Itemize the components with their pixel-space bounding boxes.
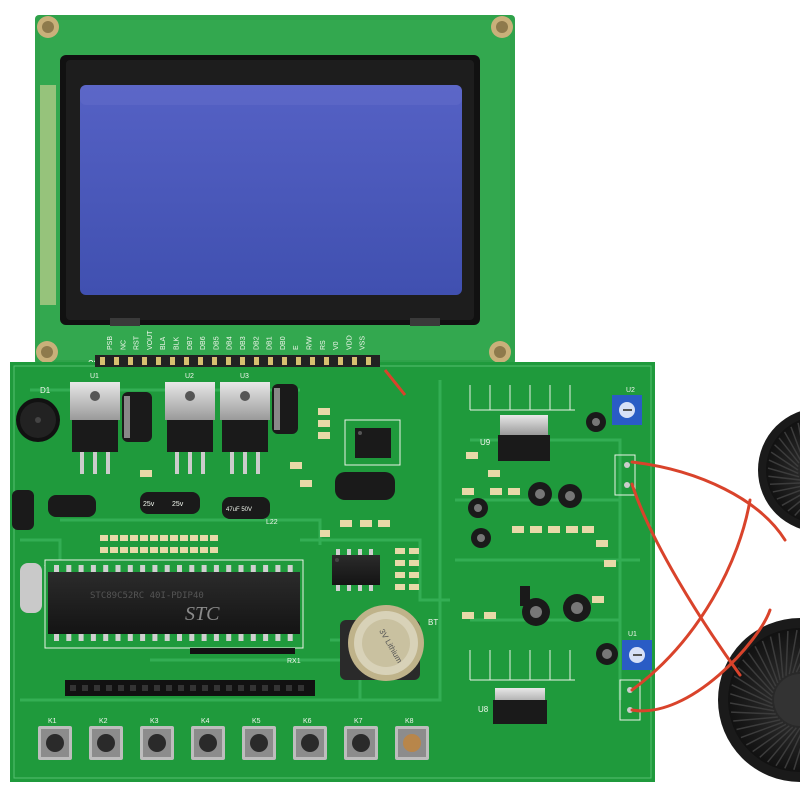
lcd-pin-labels: PSB NC RST VOUT BLA BLK DB7 DB6 DB5 DB4 DB3 DB2 DB1 D… — [107, 330, 367, 350]
button-label: K8 — [405, 718, 414, 725]
u22-label: L22 — [266, 519, 278, 526]
lcd-pin-label: DB3 — [240, 336, 247, 350]
svg-text:STC89C52RC 40I-PDIP40: STC89C52RC 40I-PDIP40 — [90, 591, 204, 601]
button-label: K5 — [252, 718, 261, 725]
smd-ic — [344, 419, 401, 466]
screw-icon — [36, 16, 513, 363]
lcd-header-pins — [95, 355, 380, 367]
button-label: K4 — [201, 718, 210, 725]
lcd-pin-label: BLK — [174, 336, 181, 350]
lcd-pin-label: DB4 — [227, 336, 234, 350]
jumper-wire — [383, 369, 407, 396]
button-label: K6 — [303, 718, 312, 725]
resistor-array — [100, 535, 419, 590]
lcd-pin-label: VSS — [360, 336, 367, 350]
tact-button-k6[interactable]: K6 — [293, 718, 327, 760]
regulator-u1-label: U1 — [90, 373, 99, 380]
button-label: K3 — [150, 718, 159, 725]
lcd-pin-label: DB1 — [267, 336, 274, 350]
regulator-u1 — [70, 382, 120, 474]
pot-u2-label: U2 — [626, 387, 635, 394]
expansion-header — [65, 680, 315, 696]
tact-button-k3[interactable]: K3 — [140, 718, 174, 760]
potentiometer[interactable] — [622, 640, 652, 670]
mcu-chip: STC89C52RC 40I-PDIP40 STC — [44, 559, 304, 649]
regulator-u3-label: U3 — [240, 373, 249, 380]
pot-u1-label: U1 — [628, 631, 637, 638]
button-label: K2 — [99, 718, 108, 725]
amp-section: U9 U8 U2 U1 — [462, 385, 652, 724]
lcd-pin-label: R/W — [307, 336, 314, 350]
lcd-pin-label: NC — [120, 340, 127, 350]
lcd-pin-label: RS — [320, 340, 327, 350]
dip8-chip — [332, 549, 380, 591]
lcd-pin-label: DB7 — [187, 336, 194, 350]
lcd-pin-label: VDD — [346, 335, 353, 350]
battery-label: BT — [428, 618, 438, 627]
amp-chip-u9 — [498, 415, 550, 461]
lcd-module: PSB NC RST VOUT BLA BLK DB7 DB6 DB5 DB4 DB3 DB2 DB1 D… — [35, 15, 515, 370]
regulator-u3 — [220, 382, 270, 474]
cap-text-2: 25v — [172, 501, 184, 508]
speaker-bottom — [718, 618, 800, 782]
tact-button-k8[interactable]: K8 — [395, 718, 429, 760]
u8-label: U8 — [478, 705, 489, 714]
regulator-u2 — [165, 382, 215, 474]
amp-capacitors — [468, 412, 618, 665]
lcd-pin-label: DB2 — [253, 336, 260, 350]
speaker-top — [758, 411, 800, 529]
cap-text-3: 47uF 50V — [226, 507, 252, 513]
rx1-label: RX1 — [287, 658, 301, 665]
tact-button-k2[interactable]: K2 — [89, 718, 123, 760]
lcd-pin-label: RST — [134, 335, 141, 350]
lcd-pin-label: PSB — [107, 336, 114, 350]
tact-button-k1[interactable]: K1 — [38, 718, 72, 760]
amp-smd-parts — [462, 452, 616, 619]
crystal — [20, 563, 42, 613]
lcd-pin-label: DB6 — [200, 336, 207, 350]
lcd-pin-label: DB0 — [280, 336, 287, 350]
button-label: K7 — [354, 718, 363, 725]
cap-text-1: 25v — [143, 501, 155, 508]
electrolytic-capacitor — [122, 384, 298, 442]
ceramic-capacitor — [140, 408, 390, 537]
main-board: D1 U1 U2 U3 — [10, 355, 655, 782]
axial-capacitor — [12, 472, 395, 530]
coin-cell-battery — [340, 605, 424, 681]
button-row: K1 K2 K3 K4 K5 K6 K7 K8 — [38, 718, 429, 760]
regulator-u2-label: U2 — [185, 373, 194, 380]
amp-chip-u8 — [493, 688, 547, 724]
lcd-pin-label: E — [293, 345, 300, 350]
potentiometer[interactable] — [612, 395, 642, 425]
button-label: K1 — [48, 718, 57, 725]
lcd-pin-label: DB5 — [213, 336, 220, 350]
speaker-wires — [630, 460, 787, 713]
tact-button-k7[interactable]: K7 — [344, 718, 378, 760]
lcd-screen — [80, 85, 462, 295]
tact-button-k4[interactable]: K4 — [191, 718, 225, 760]
lcd-pin-label: BLA — [160, 336, 167, 350]
mcu-brand: STC — [185, 603, 220, 625]
lcd-pin-label: VOUT — [147, 330, 154, 350]
diode-label: D1 — [40, 386, 51, 395]
u9-label: U9 — [480, 438, 491, 447]
tact-button-k5[interactable]: K5 — [242, 718, 276, 760]
buzzer — [16, 398, 60, 442]
lcd-pin-label: V0 — [333, 341, 340, 350]
speaker-connector — [614, 454, 641, 721]
